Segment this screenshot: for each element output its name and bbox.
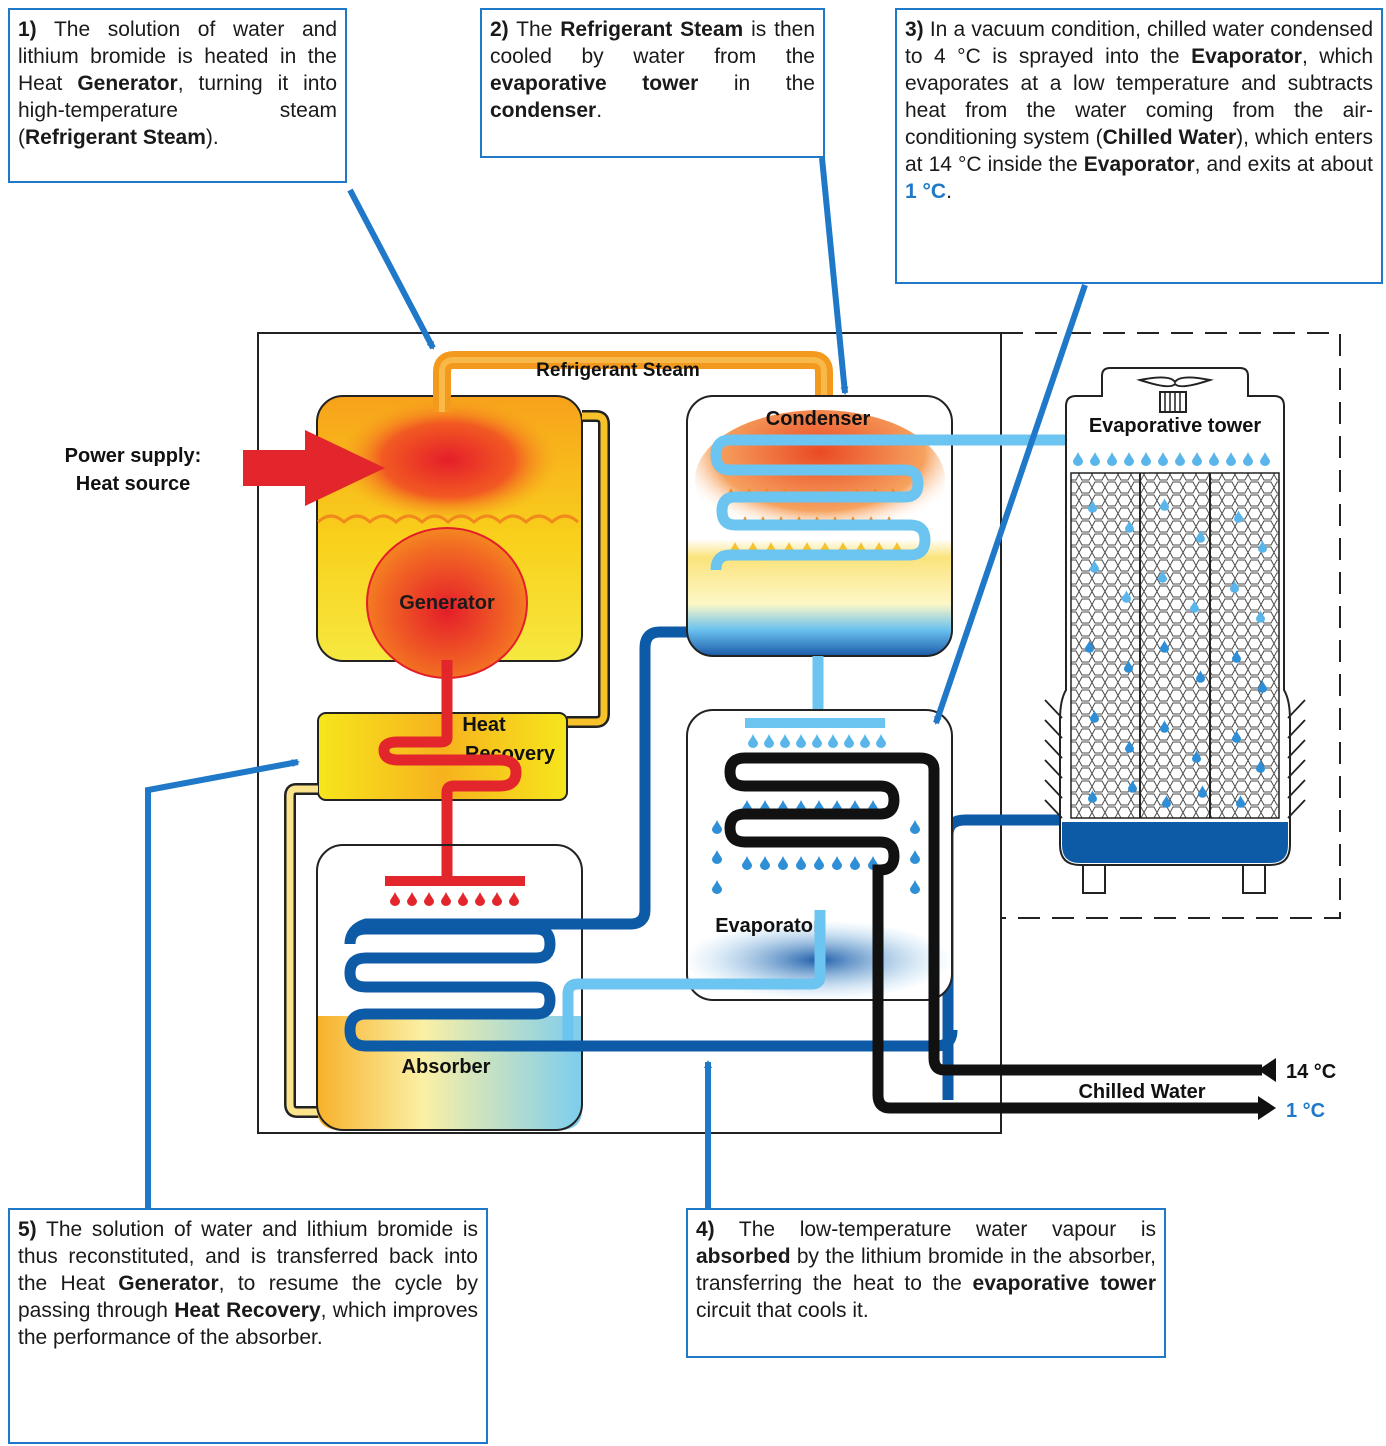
heat-label: Heat	[462, 714, 506, 736]
absorber-label: Absorber	[402, 1056, 491, 1078]
pointer-2	[819, 157, 849, 395]
chilled-out-arrow	[1258, 1096, 1276, 1120]
evaporator-spray-drops	[748, 734, 886, 748]
generator: Generator	[316, 395, 583, 679]
chilled-in-arrow	[1258, 1058, 1276, 1082]
chilled-water-coil	[724, 752, 1262, 1114]
refrigerant-steam-label: Refrigerant Steam	[536, 360, 700, 381]
evaporative-tower-label: Evaporative tower	[1089, 415, 1262, 437]
cooling-water-coil	[942, 814, 1062, 1100]
callout-4: 4) The low-temperature water vapour is a…	[686, 1208, 1166, 1358]
tower-water-pipe	[710, 434, 1275, 571]
condenser-label: Condenser	[766, 408, 871, 430]
pointer-3	[933, 284, 1088, 725]
callout-1: 1) The solution of water and lithium bro…	[8, 8, 347, 183]
callout-3: 3) In a vacuum condition, chilled water …	[895, 8, 1383, 284]
plant-frame	[257, 332, 1002, 1134]
vapour-to-absorber-pipe	[562, 910, 826, 1040]
evaporative-tower: Evaporative tower	[1044, 367, 1306, 894]
tower-frame	[1001, 332, 1341, 919]
callout-5: 5) The solution of water and lithium bro…	[8, 1208, 488, 1444]
hot-solution-pipe	[378, 660, 522, 880]
absorber-spray-drops	[390, 892, 519, 906]
callout-2: 2) The Refrigerant Steam is then cooled …	[480, 8, 825, 158]
temp-out-label: 1 °C	[1286, 1100, 1325, 1122]
power-supply-label: Power supply:	[65, 445, 202, 467]
generator-label: Generator	[399, 592, 495, 614]
power-arrow	[243, 430, 385, 506]
pointer-1	[347, 188, 436, 350]
pointer-5	[145, 759, 300, 1208]
temp-in-label: 14 °C	[1286, 1061, 1336, 1083]
heat-source-label: Heat source	[76, 473, 191, 495]
chilled-water-label: Chilled Water	[1078, 1081, 1205, 1103]
evaporator-label: Evaporator	[715, 915, 821, 937]
tower-fill-media	[1070, 472, 1280, 819]
